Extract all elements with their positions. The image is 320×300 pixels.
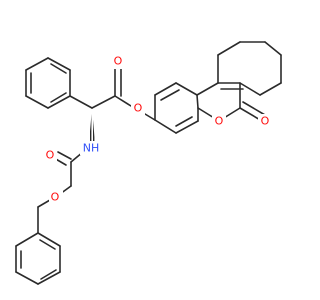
bond [47,95,71,109]
bond [25,95,49,109]
atom-ester-link-oxygen: O [134,102,143,115]
bond [196,94,199,109]
bond [91,95,116,109]
bond [259,82,282,96]
bond [175,120,199,134]
bond [37,199,51,208]
bond [57,151,72,160]
bond [69,95,93,109]
molecule-drawing: O O O O O O NH [15,41,282,285]
bond [154,119,177,134]
bond [114,95,132,107]
bond [50,63,67,74]
bond [47,57,71,71]
bond [196,82,219,96]
bond-lines [15,41,282,285]
bond [37,271,61,285]
bond [154,82,177,96]
atom-lactone-carbonyl-oxygen: O [261,115,270,128]
bond [175,82,198,96]
atom-carbamate-ether-oxygen: O [51,191,60,204]
bond [175,116,193,127]
bond [15,232,39,247]
atom-carbamate-carbonyl-oxygen: O [46,149,55,162]
atom-ester-carbonyl-oxygen: O [114,55,123,68]
bond [217,41,241,56]
bond [37,232,61,247]
bond [15,271,39,285]
structure-canvas: O O O O O O NH [15,41,282,285]
stereo-hashed-wedge [89,108,95,143]
bond [25,57,49,71]
bond [239,82,261,96]
bond [242,101,266,116]
bond [39,239,56,250]
atom-amide-nh: NH [83,142,100,155]
atom-labels: O O O O O O NH [43,55,272,204]
bond [50,92,67,103]
bond [160,89,180,101]
atom-lactone-ring-oxygen: O [215,115,224,128]
bond [40,269,57,280]
bond [264,41,282,56]
